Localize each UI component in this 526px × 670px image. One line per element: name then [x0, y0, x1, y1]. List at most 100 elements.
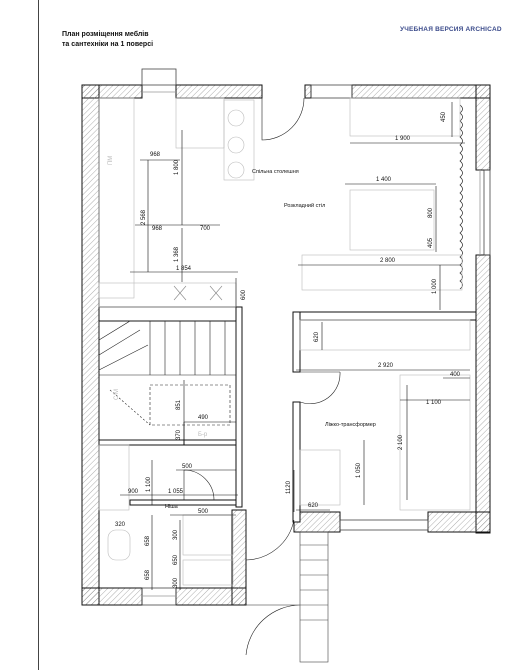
stair-lower-flight: [149, 384, 231, 426]
dim-1800: 1 800: [174, 159, 180, 175]
shower: [98, 444, 130, 511]
kitchen-counter-left: [98, 97, 135, 299]
partition-boiler-bottom: [183, 439, 237, 446]
plan-title: План розміщення меблів та сантехніки на …: [62, 30, 153, 50]
dim-1400: 1 400: [376, 177, 392, 183]
label-washer: С/М: [114, 389, 120, 400]
window-right: [483, 169, 491, 256]
interior-walls: [98, 306, 477, 523]
dim-2100: 2 100: [398, 434, 404, 450]
dim-2800: 2 800: [380, 258, 396, 264]
door-bedroom: [299, 371, 341, 405]
window-top-right: [310, 84, 353, 99]
dim-1120: 1120: [286, 480, 292, 494]
wall-top-right: [351, 84, 491, 99]
dim-405: 405: [428, 237, 434, 248]
dim-370: 370: [176, 429, 182, 440]
plan-title-line-1: План розміщення меблів: [62, 31, 149, 38]
dim-320: 320: [115, 522, 126, 528]
wall-left: [81, 84, 100, 606]
door-front: [245, 604, 301, 656]
dim-1000: 1 000: [432, 278, 438, 294]
dim-968-mid: 968: [152, 226, 163, 232]
windows: [141, 68, 491, 606]
door-bathroom: [183, 469, 215, 501]
partition-bedroom-left-a: [292, 311, 301, 373]
wall-bottom-right-b: [427, 511, 491, 533]
folding-table-shape: [349, 189, 435, 251]
partition-stair-bath: [98, 439, 185, 446]
washer: [182, 559, 234, 586]
dim-1055: 1 055: [168, 489, 184, 495]
wall-bottom-left: [81, 587, 143, 606]
dim-900: 900: [128, 489, 139, 495]
dim-1050: 1 050: [356, 462, 362, 478]
porch: [299, 531, 329, 663]
washbasin: [182, 514, 234, 556]
dim-2920: 2 920: [378, 363, 394, 369]
wall-right-lower: [475, 254, 491, 534]
exterior-walls: [81, 84, 491, 606]
dim-300-bottom: 300: [173, 577, 179, 588]
wardrobe: [299, 319, 471, 351]
dim-600: 600: [241, 289, 247, 300]
dim-658-top: 658: [145, 535, 151, 546]
label-dishwasher: ПМ: [108, 156, 114, 165]
porch-steps: [299, 531, 329, 663]
dim-1100-bed: 1 100: [426, 400, 442, 406]
dim-490: 490: [198, 415, 209, 421]
partition-bedroom-top: [292, 311, 477, 321]
stair-outline: [98, 320, 237, 441]
kitchen-furniture: [98, 97, 463, 308]
window-top: [141, 68, 177, 86]
doors: [183, 97, 341, 656]
dresser: [299, 449, 341, 506]
dim-968-top: 968: [150, 152, 161, 158]
wall-top-mid: [175, 84, 263, 99]
dim-650: 650: [173, 554, 179, 565]
chair-3: [227, 161, 245, 179]
dim-500-bottom: 500: [198, 509, 209, 515]
sofa: [301, 254, 463, 291]
common-table-shape: [223, 99, 255, 181]
dimension-values: 968 1 800 2 568 968 700 1 368 1 854 600 …: [115, 111, 461, 588]
tv-console: [349, 97, 461, 137]
dim-700: 700: [200, 226, 211, 232]
label-folding-table: Розкладний стіл: [284, 202, 325, 209]
curtain-right: [459, 104, 463, 290]
archicad-watermark: УЧЕБНАЯ ВЕРСИЯ ARCHICAD: [400, 26, 502, 33]
dim-851: 851: [176, 399, 182, 410]
label-transformer-bed: Ліжко-трансформер: [325, 422, 376, 428]
label-boiler: Б-р: [198, 432, 208, 438]
bed: [399, 374, 471, 511]
label-common-counter: Спільна столешня: [252, 169, 299, 175]
chair-1: [227, 109, 245, 127]
fridge: [175, 97, 225, 149]
sheet-frame: [38, 0, 526, 670]
bedroom-furniture: [299, 319, 471, 511]
dim-450: 450: [441, 111, 447, 122]
wall-bottom-right-a: [293, 511, 341, 533]
window-bottom: [141, 587, 177, 606]
dim-620-bottom: 620: [308, 503, 319, 509]
partition-kitchen-stair: [98, 306, 237, 322]
dim-1900: 1 900: [395, 136, 411, 142]
wall-right-upper: [475, 84, 491, 171]
plan-title-line-2: та сантехніки на 1 поверсі: [62, 41, 154, 48]
partition-bath-right: [235, 306, 243, 508]
toilet: [107, 529, 131, 561]
label-niche: Ніша: [165, 504, 179, 510]
dimension-lines: [120, 102, 470, 590]
wall-entry-left: [231, 509, 247, 606]
dim-500-top: 500: [182, 464, 193, 470]
partition-bath-inner: [129, 499, 237, 506]
door-terrace: [261, 97, 305, 141]
chair-2: [227, 136, 245, 154]
kitchen-counter-bottom: [98, 282, 237, 308]
dim-1100-bath: 1 100: [146, 476, 152, 492]
dim-800: 800: [428, 207, 434, 218]
window-bottom-right: [339, 519, 429, 531]
dim-620-top: 620: [314, 331, 320, 342]
dim-2568: 2 568: [141, 209, 147, 225]
